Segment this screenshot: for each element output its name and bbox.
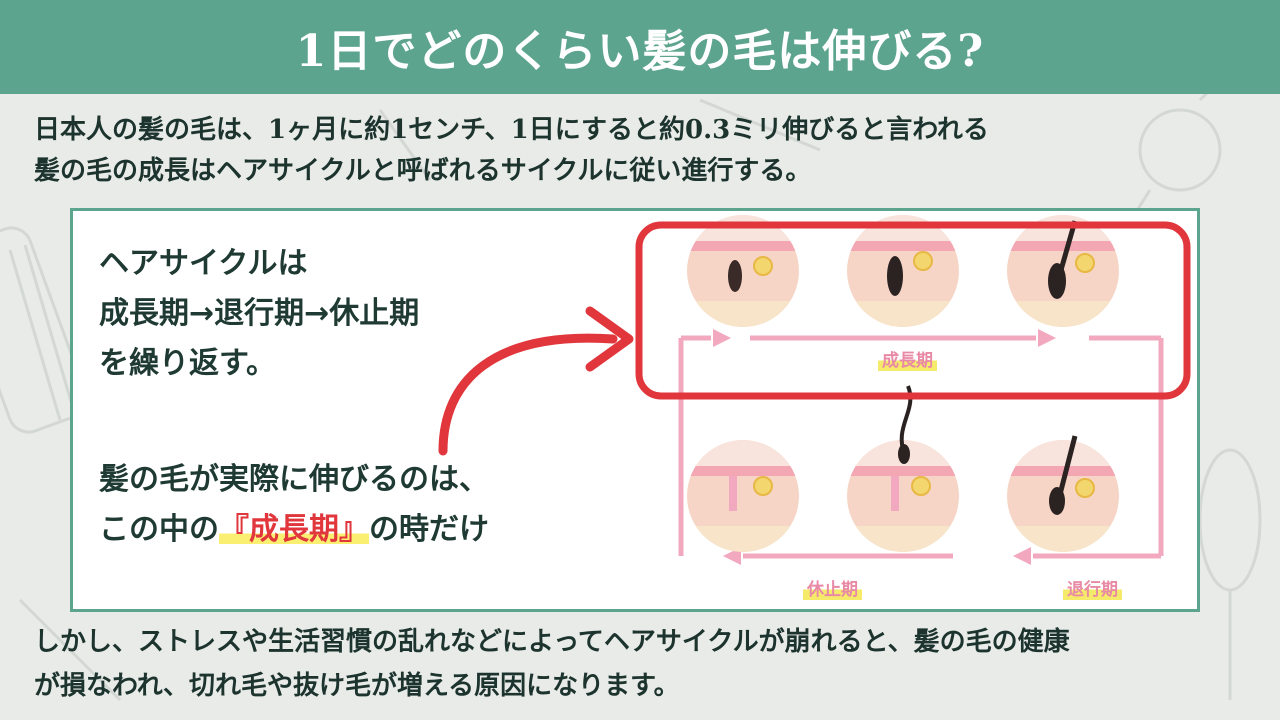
intro-line-1: 日本人の髪の毛は、1ヶ月に約1センチ、1日にすると約0.3ミリ伸びると言われる	[34, 115, 989, 145]
pointer-arrowhead	[585, 306, 634, 372]
follicle-growth-1	[687, 215, 799, 327]
growth-note-prefix: この中の	[99, 512, 219, 547]
growth-note-line-2: この中の『成長期』の時だけ	[99, 505, 489, 555]
cycle-line-1: ヘアサイクルは	[99, 246, 308, 281]
follicle-regression	[1007, 435, 1119, 552]
page-title: 1日でどのくらい髪の毛は伸びる?	[295, 26, 985, 77]
hair-cycle-panel: ヘアサイクルは 成長期→退行期→休止期 を繰り返す。 髪の毛が実際に伸びるのは、…	[70, 208, 1200, 612]
hair-cycle-description: ヘアサイクルは 成長期→退行期→休止期 を繰り返す。	[99, 239, 419, 389]
conclusion-text: しかし、ストレスや生活習慣の乱れなどによってヘアサイクルが崩れると、髪の毛の健康…	[34, 620, 1264, 708]
cycle-arrowhead-3	[1013, 547, 1031, 565]
hair-cycle-diagram	[438, 215, 1191, 565]
label-rest-phase: 休止期	[803, 575, 862, 600]
growth-phase-frame	[635, 221, 1191, 400]
conclusion-line-1: しかし、ストレスや生活習慣の乱れなどによってヘアサイクルが崩れると、髪の毛の健康	[34, 627, 1070, 657]
cycle-arrowhead-2	[1038, 329, 1056, 347]
growth-phase-highlight: 『成長期』	[219, 512, 369, 547]
label-growth-phase: 成長期	[878, 346, 937, 371]
follicle-rest	[687, 440, 799, 552]
follicle-growth-3	[1007, 215, 1119, 327]
follicle-growth-2	[847, 215, 959, 327]
label-regression-phase: 退行期	[1063, 575, 1122, 600]
growth-note-suffix: の時だけ	[369, 512, 489, 547]
follicle-shedding	[847, 385, 959, 552]
conclusion-line-2: が損なわれ、切れ毛や抜け毛が増える原因になります。	[34, 671, 680, 701]
cycle-line-3: を繰り返す。	[99, 346, 276, 381]
cycle-line-2: 成長期→退行期→休止期	[99, 296, 420, 331]
growth-phase-note: 髪の毛が実際に伸びるのは、 この中の『成長期』の時だけ	[99, 455, 489, 555]
intro-text: 日本人の髪の毛は、1ヶ月に約1センチ、1日にすると約0.3ミリ伸びると言われる …	[34, 110, 1254, 192]
cycle-loop	[678, 335, 1164, 559]
intro-line-2: 髪の毛の成長はヘアサイクルと呼ばれるサイクルに従い進行する。	[34, 156, 812, 186]
title-bar: 1日でどのくらい髪の毛は伸びる?	[0, 0, 1280, 94]
growth-note-line-1: 髪の毛が実際に伸びるのは、	[99, 462, 489, 497]
cycle-arrowhead-1	[713, 329, 731, 347]
pointer-arrow	[438, 333, 618, 456]
